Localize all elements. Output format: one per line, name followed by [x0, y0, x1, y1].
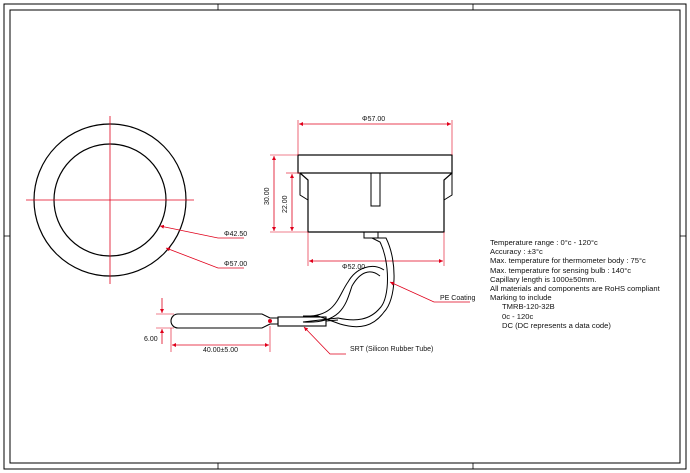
specifications-note: Temperature range : 0°c - 120°c Accuracy… — [490, 238, 660, 330]
bezel-rim — [297, 154, 453, 174]
gauge-body — [299, 172, 453, 233]
outer-diameter-label: Φ57.00 — [224, 261, 247, 268]
probe-diameter-label: 6.00 — [144, 336, 158, 343]
spec-line: Max. temperature for thermometer body : … — [490, 256, 646, 266]
drawing-border-outer — [3, 3, 687, 470]
body-flange-left — [299, 173, 309, 201]
side-view: Φ57.00 Φ52.00 30.00 22.00 — [264, 116, 453, 271]
marking-line: DC (DC represents a data code) — [502, 320, 611, 330]
probe-crimp-mark — [268, 319, 272, 323]
spec-line: Temperature range : 0°c - 120°c — [490, 238, 598, 247]
spec-line: All materials and components are RoHS co… — [490, 284, 660, 294]
capillary-outer — [302, 237, 395, 328]
bottom-width-label: Φ52.00 — [342, 264, 365, 271]
probe-length-label: 40.00±5.00 — [203, 347, 238, 354]
capillary-inner — [302, 237, 388, 323]
inner-diameter-label: Φ42.50 — [224, 231, 247, 238]
spec-line: Capillary length is 1000±50mm. — [490, 274, 597, 284]
spec-line: Marking to include — [490, 293, 552, 303]
marking-line: 0c - 120c — [502, 311, 534, 321]
pe-coating-leader — [389, 281, 470, 303]
tube-to-capillary — [325, 319, 339, 322]
capillary-fitting — [363, 231, 379, 239]
srt-callout: SRT (Silicon Rubber Tube) — [350, 346, 433, 353]
top-width-label: Φ57.00 — [362, 116, 385, 123]
probe-bulb — [170, 313, 279, 329]
body-flange-right — [443, 173, 453, 201]
capillary — [302, 237, 395, 328]
overall-height-label: 30.00 — [264, 187, 271, 205]
pe-coating-callout: PE Coating — [440, 295, 476, 302]
sensing-probe — [170, 313, 339, 329]
spec-line: Max. temperature for sensing bulb : 140°… — [490, 265, 632, 275]
border-ticks — [4, 4, 686, 469]
body-height-label: 22.00 — [282, 195, 289, 213]
inner-diameter-leader — [159, 224, 244, 239]
outer-diameter-leader — [165, 247, 244, 269]
silicon-rubber-tube — [277, 316, 327, 327]
marking-line: TMRB-120-32B — [502, 302, 555, 312]
center-slot — [370, 172, 381, 207]
drawing-border-inner — [9, 9, 681, 464]
spec-line: Accuracy : ±3°c — [490, 247, 543, 257]
srt-leader — [303, 326, 346, 355]
front-view: Φ42.50 Φ57.00 — [26, 116, 247, 284]
